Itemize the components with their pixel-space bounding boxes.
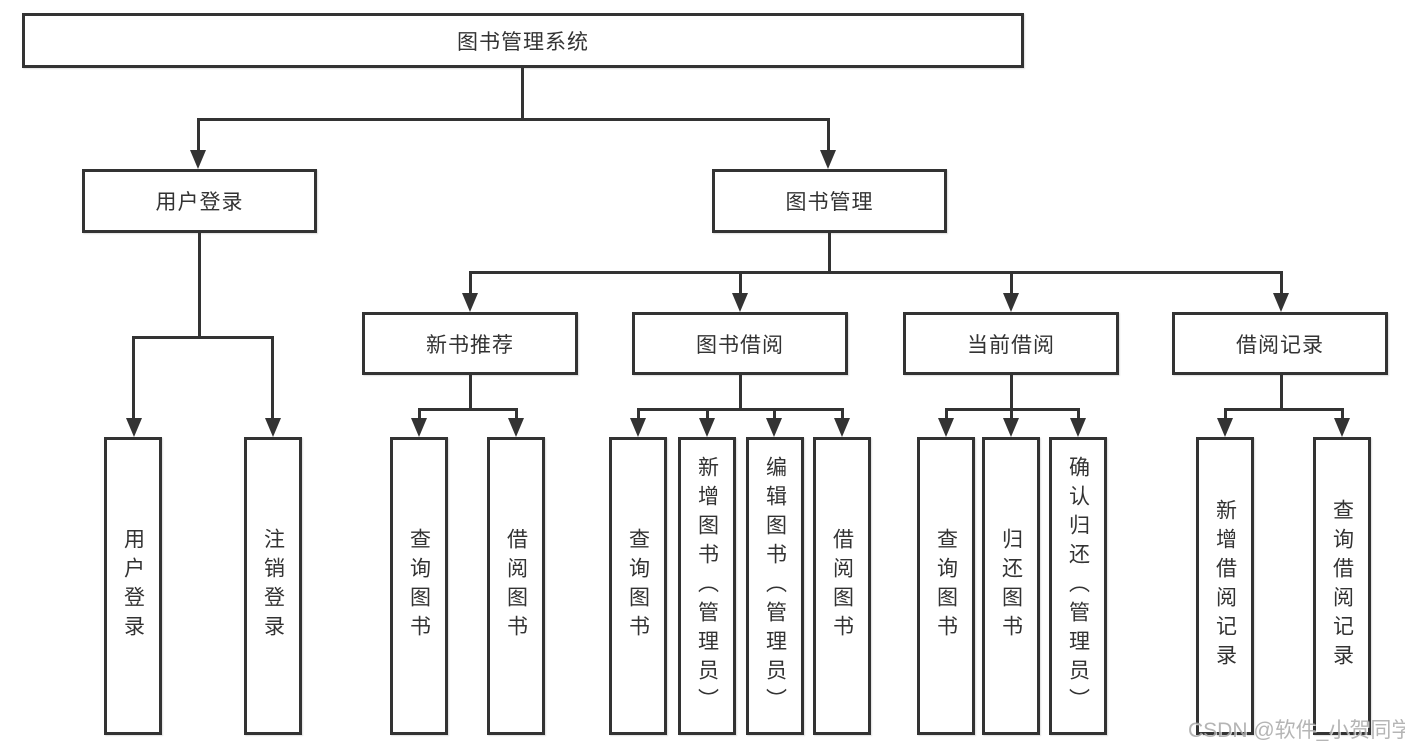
node-book-borrowing: 图书借阅 (632, 312, 848, 375)
leaf-user-login: 用户登录 (104, 437, 162, 735)
arrow-down-icon (1003, 293, 1019, 312)
connector-line (271, 336, 274, 420)
connector-line (515, 408, 518, 420)
arrow-down-icon (699, 418, 715, 437)
leaf-query-books-current: 查询图书 (917, 437, 975, 735)
connector-line (637, 408, 844, 411)
node-user-login: 用户登录 (82, 169, 317, 233)
connector-line (198, 233, 201, 339)
connector-line (1010, 271, 1013, 296)
arrow-down-icon (462, 293, 478, 312)
arrow-down-icon (411, 418, 427, 437)
connector-line (773, 408, 776, 420)
connector-line (1280, 375, 1283, 411)
arrow-down-icon (766, 418, 782, 437)
arrow-down-icon (265, 418, 281, 437)
node-borrowing-records: 借阅记录 (1172, 312, 1388, 375)
connector-line (739, 271, 742, 296)
connector-line (945, 408, 948, 420)
connector-line (706, 408, 709, 420)
connector-line (132, 336, 274, 339)
connector-line (827, 118, 830, 152)
connector-line (1010, 408, 1013, 420)
arrow-down-icon (1003, 418, 1019, 437)
connector-line (132, 336, 135, 420)
connector-line (469, 271, 472, 296)
connector-line (418, 408, 421, 420)
leaf-borrow-books-recommend: 借阅图书 (487, 437, 545, 735)
leaf-add-book-admin: 新增图书（管理员） (678, 437, 736, 735)
arrow-down-icon (190, 150, 206, 169)
arrow-down-icon (938, 418, 954, 437)
connector-line (521, 68, 524, 121)
connector-line (1280, 271, 1283, 296)
connector-line (418, 408, 518, 411)
connector-line (1341, 408, 1344, 420)
arrow-down-icon (820, 150, 836, 169)
connector-line (197, 118, 830, 121)
connector-line (828, 233, 831, 274)
leaf-query-books-recommend: 查询图书 (390, 437, 448, 735)
node-current-borrowing: 当前借阅 (903, 312, 1119, 375)
connector-line (1224, 408, 1344, 411)
arrow-down-icon (732, 293, 748, 312)
connector-line (637, 408, 640, 420)
node-library-management-system: 图书管理系统 (22, 13, 1024, 68)
arrow-down-icon (630, 418, 646, 437)
leaf-query-books-borrowing: 查询图书 (609, 437, 667, 735)
connector-line (197, 118, 200, 152)
node-book-management: 图书管理 (712, 169, 947, 233)
arrow-down-icon (1273, 293, 1289, 312)
node-new-book-recommendation: 新书推荐 (362, 312, 578, 375)
connector-line (1010, 375, 1013, 411)
arrow-down-icon (126, 418, 142, 437)
arrow-down-icon (1334, 418, 1350, 437)
leaf-borrow-books-borrowing: 借阅图书 (813, 437, 871, 735)
connector-line (739, 375, 742, 411)
leaf-return-books: 归还图书 (982, 437, 1040, 735)
arrow-down-icon (1217, 418, 1233, 437)
leaf-confirm-return-admin: 确认归还（管理员） (1049, 437, 1107, 735)
connector-line (841, 408, 844, 420)
connector-line (469, 375, 472, 411)
arrow-down-icon (508, 418, 524, 437)
arrow-down-icon (1070, 418, 1086, 437)
leaf-logout: 注销登录 (244, 437, 302, 735)
leaf-add-borrow-record: 新增借阅记录 (1196, 437, 1254, 735)
connector-line (1224, 408, 1227, 420)
arrow-down-icon (834, 418, 850, 437)
leaf-edit-book-admin: 编辑图书（管理员） (746, 437, 804, 735)
connector-line (1077, 408, 1080, 420)
connector-line (469, 271, 1282, 274)
leaf-query-borrow-record: 查询借阅记录 (1313, 437, 1371, 735)
csdn-watermark: CSDN @软件_小贺同学 (1188, 719, 1405, 742)
